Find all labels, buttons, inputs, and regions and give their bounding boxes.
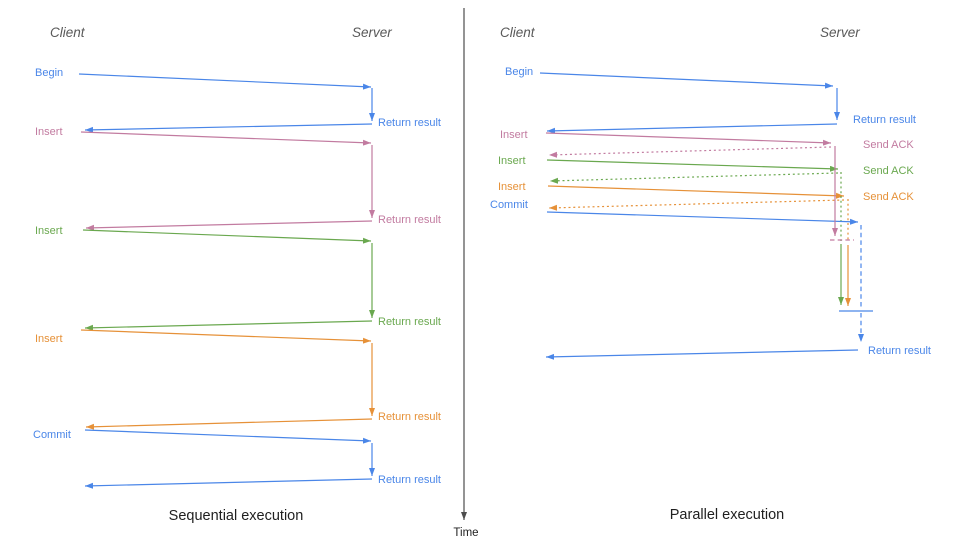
insert-3-ack-arrow	[548, 199, 845, 211]
begin-request-arrow	[539, 72, 834, 89]
insert-2-request-arrow	[546, 159, 839, 172]
insert-1-request-arrow	[545, 132, 832, 146]
sequential-return-result-insert-2: Return result	[378, 316, 441, 328]
time-axis-label: Time	[453, 527, 478, 539]
begin-return-arrow	[546, 123, 838, 134]
parallel-server-header: Server	[820, 25, 860, 40]
sequential-insert-1-label: Insert	[35, 126, 63, 138]
sequential-server-header: Server	[352, 25, 392, 40]
parallel-send-ack-3-label: Send ACK	[863, 191, 914, 203]
parallel-commit-label: Commit	[490, 199, 528, 211]
insert-1-ack-arrow	[548, 146, 832, 158]
begin-return-arrow	[84, 123, 373, 133]
commit-request-arrow	[84, 429, 372, 444]
sequential-return-result-commit: Return result	[378, 474, 441, 486]
commit-return-arrow	[545, 349, 859, 360]
parallel-client-header: Client	[500, 25, 536, 40]
insert-3-request-arrow	[80, 329, 372, 344]
insert-1-return-arrow	[85, 220, 373, 231]
insert-1-request-arrow	[80, 131, 372, 146]
begin-request-arrow	[78, 73, 372, 90]
sequential-title: Sequential execution	[169, 508, 304, 524]
time-axis: Time	[453, 8, 479, 539]
parallel-insert-2-label: Insert	[498, 155, 526, 167]
sequential-begin-label: Begin	[35, 67, 63, 79]
sequential-client-header: Client	[50, 25, 86, 40]
sequential-return-result-insert-1: Return result	[378, 214, 441, 226]
commit-request-arrow	[546, 211, 859, 225]
insert-2-ack-arrow	[549, 172, 839, 184]
insert-3-return-arrow	[85, 418, 373, 430]
parallel-send-ack-2-label: Send ACK	[863, 165, 914, 177]
parallel-return-result-commit: Return result	[868, 345, 931, 357]
sequential-commit-label: Commit	[33, 429, 71, 441]
sequential-return-result-insert-3: Return result	[378, 411, 441, 423]
parallel-insert-3-label: Insert	[498, 181, 526, 193]
insert-3-request-arrow	[547, 185, 845, 199]
parallel-title: Parallel execution	[670, 507, 784, 523]
parallel-return-result-begin: Return result	[853, 114, 916, 126]
parallel-insert-1-label: Insert	[500, 129, 528, 141]
commit-return-arrow	[84, 478, 373, 489]
insert-2-return-arrow	[84, 320, 373, 331]
insert-2-request-arrow	[82, 229, 372, 244]
sequential-return-result-begin: Return result	[378, 117, 441, 129]
parallel-send-ack-1-label: Send ACK	[863, 139, 914, 151]
sequential-insert-3-label: Insert	[35, 333, 63, 345]
sequential-insert-2-label: Insert	[35, 225, 63, 237]
parallel-begin-label: Begin	[505, 66, 533, 78]
